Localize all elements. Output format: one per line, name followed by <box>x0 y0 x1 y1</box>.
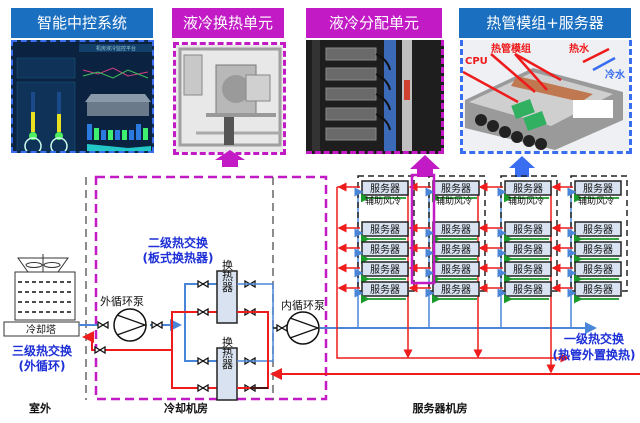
server-label: 服务器 <box>441 223 471 236</box>
server-label: 服务器 <box>441 243 471 256</box>
server-label: 服务器 <box>370 243 400 256</box>
aux-air-cooling-label: 辅助风冷 <box>436 195 472 207</box>
zone-server-room: 服务器机房 <box>413 401 468 415</box>
server-label: 服务器 <box>370 223 400 236</box>
tertiary-exchange-subtitle: (外循环) <box>19 358 66 373</box>
primary-exchange-title: 一级热交换 <box>564 331 625 346</box>
aux-air-cooling-label: 辅助风冷 <box>365 195 401 207</box>
secondary-exchange-subtitle: (板式换热器) <box>143 250 214 265</box>
heat-exchanger-label: 换热器 <box>221 335 234 370</box>
distribution-highlight-box <box>410 173 436 285</box>
panel-title: 热管模组+服务器 <box>459 8 631 38</box>
server-label: 服务器 <box>441 283 471 296</box>
control-dashboard-image: 机房液冷监控平台 <box>11 40 154 153</box>
inner-pump-label: 内循环泵 <box>281 298 325 312</box>
panel-title: 液冷换热单元 <box>172 8 284 38</box>
cooling-tower-label: 冷却塔 <box>26 323 56 336</box>
aux-air-cooling-label: 辅助风冷 <box>578 195 614 207</box>
arrow-up-heatpipe-server <box>509 156 535 177</box>
secondary-exchange-title: 二级热交换 <box>148 235 209 250</box>
cooling-tower: 冷却塔 <box>3 254 80 337</box>
heat-exchanger-1: 换热器 <box>216 258 238 324</box>
cooling-room-boundary <box>94 175 328 401</box>
zone-cooling-room: 冷却机房 <box>164 401 208 415</box>
dashboard-header: 机房液冷监控平台 <box>96 45 136 52</box>
label-heatpipe-module: 热管模组 <box>491 42 531 55</box>
panel-title: 智能中控系统 <box>11 8 153 38</box>
arrow-up-distribution-unit <box>410 155 440 177</box>
server-label: 服务器 <box>513 182 543 195</box>
server-label: 服务器 <box>583 283 613 296</box>
server-label: 服务器 <box>370 263 400 276</box>
label-hot-water: 热水 <box>569 42 590 55</box>
server-label: 服务器 <box>513 243 543 256</box>
server-label: 服务器 <box>370 182 400 195</box>
heatpipe-module-render: 热管模组 CPU 热水 冷水 <box>460 40 632 154</box>
heat-exchanger-label: 换热器 <box>221 258 234 293</box>
server-label: 服务器 <box>441 263 471 276</box>
tertiary-exchange-title: 三级热交换 <box>12 343 73 358</box>
outer-pump-label: 外循环泵 <box>100 295 144 308</box>
server-label: 服务器 <box>513 263 543 276</box>
primary-exchange-subtitle: (热管外置换热) <box>553 347 636 362</box>
heat-exchange-unit-photo <box>173 42 286 155</box>
label-cpu: CPU <box>465 56 488 67</box>
heat-exchanger-2: 换热器 <box>216 335 238 401</box>
server-label: 服务器 <box>370 283 400 296</box>
aux-air-cooling-label: 辅助风冷 <box>508 195 544 207</box>
server-label: 服务器 <box>513 283 543 296</box>
server-label: 服务器 <box>583 182 613 195</box>
arrow-up-heat-exchange-unit <box>215 150 245 167</box>
distribution-unit-photo <box>306 40 444 154</box>
server-label: 服务器 <box>583 223 613 236</box>
server-label: 服务器 <box>441 182 471 195</box>
server-label: 服务器 <box>583 263 613 276</box>
zone-outdoor: 室外 <box>29 401 51 415</box>
label-cold-water: 冷水 <box>605 68 626 81</box>
inner-circulation-pump <box>286 311 320 345</box>
panel-title: 液冷分配单元 <box>306 8 442 38</box>
server-label: 服务器 <box>583 243 613 256</box>
server-label: 服务器 <box>513 223 543 236</box>
outer-circulation-pump <box>113 308 147 342</box>
